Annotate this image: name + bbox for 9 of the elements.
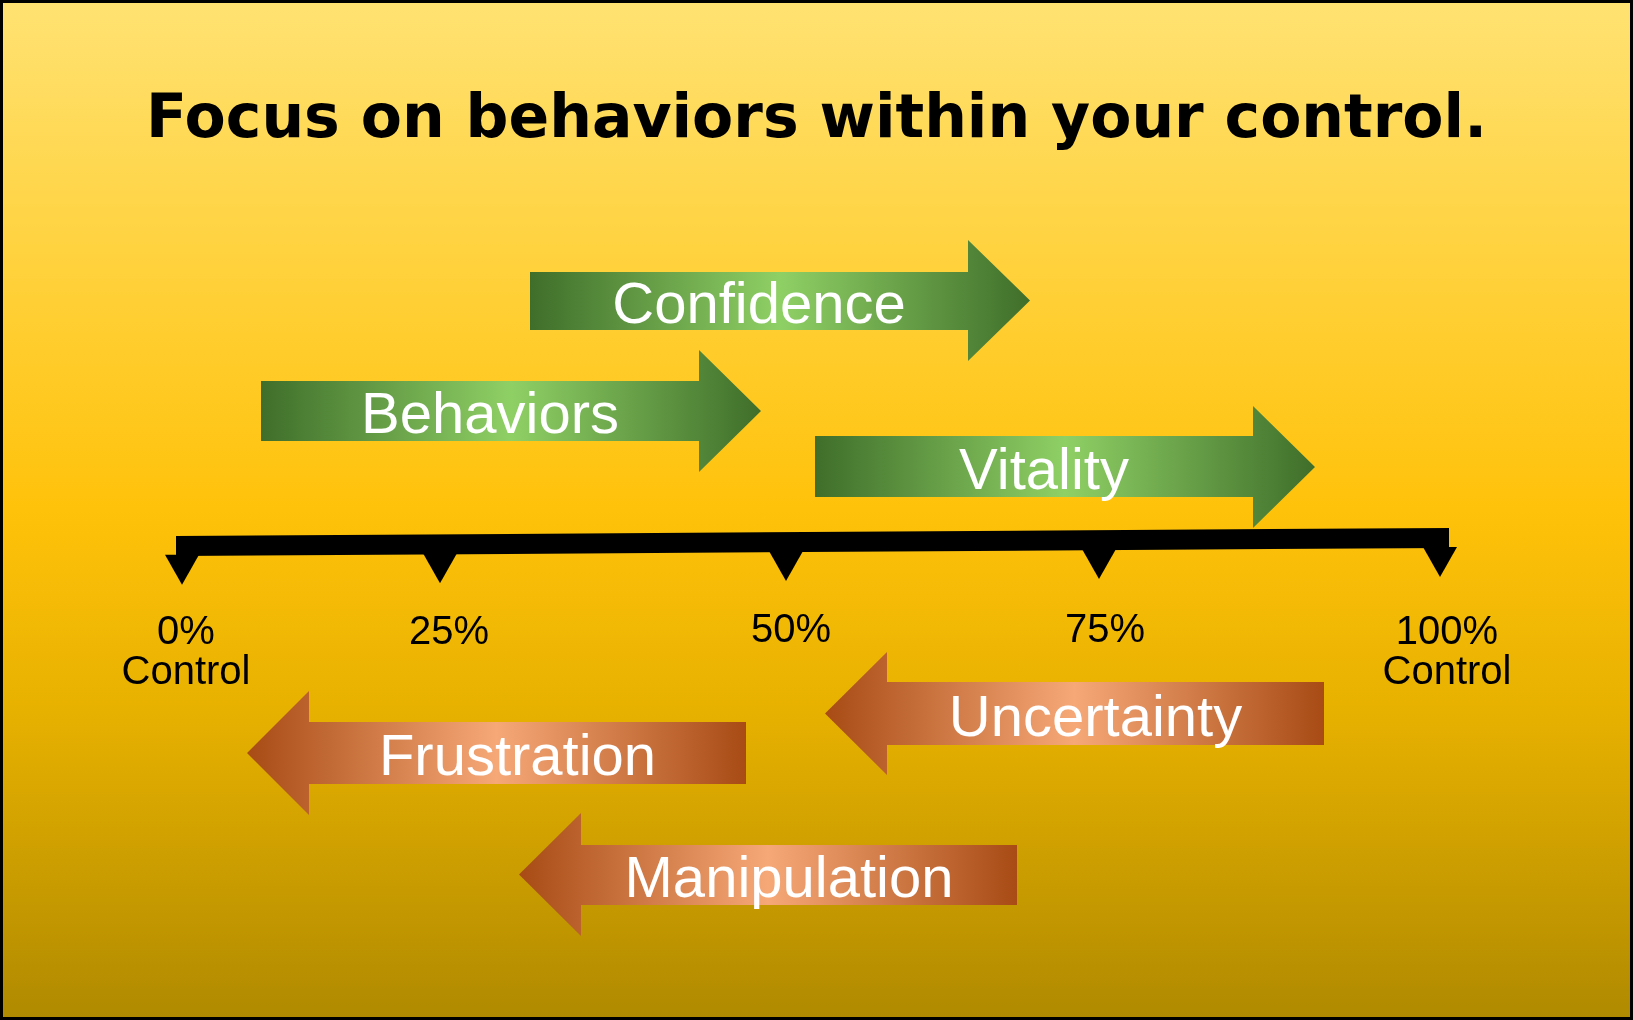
arrow-label: Frustration (378, 726, 657, 784)
scale-label: 50% (750, 608, 832, 648)
scale-label: 25% (408, 610, 490, 650)
arrow-label: Behaviors (361, 384, 619, 442)
scale-label: 100% Control (1382, 610, 1512, 690)
scale-label: 75% (1064, 608, 1146, 648)
arrow-label: Confidence (612, 273, 906, 332)
scale-label: 0% Control (121, 610, 251, 690)
title: Focus on behaviors within your control. (145, 81, 1488, 151)
